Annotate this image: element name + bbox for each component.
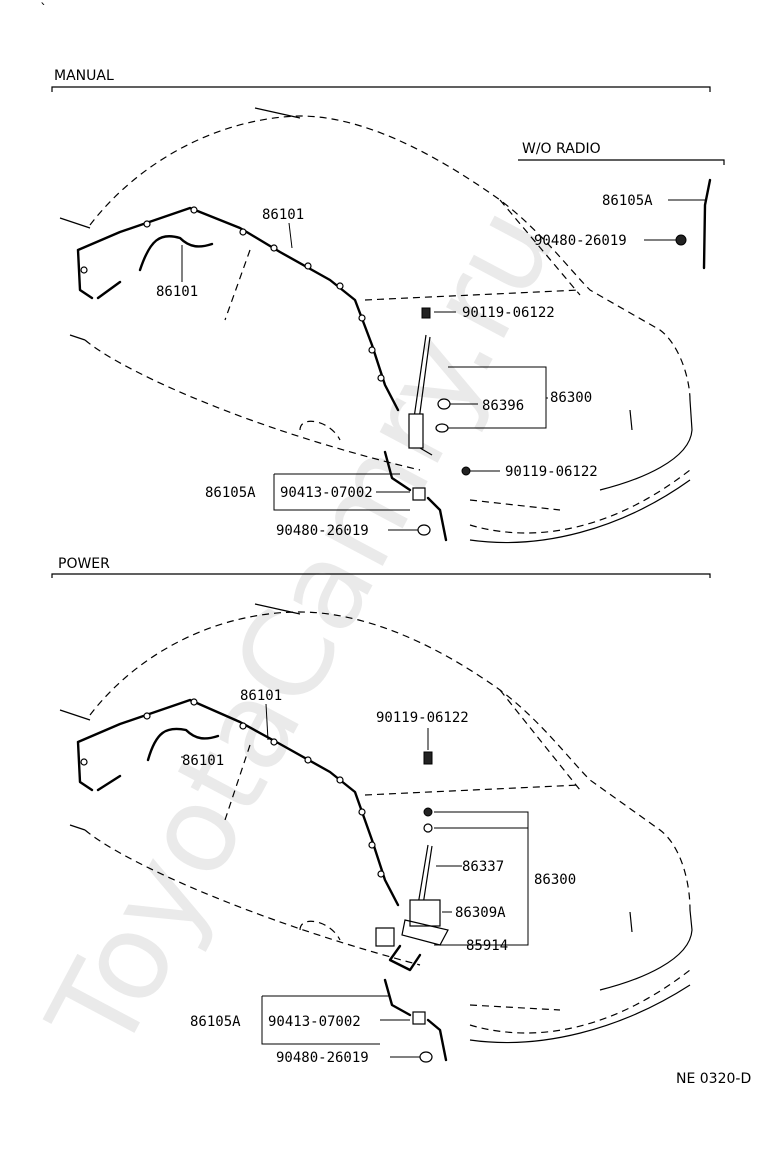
label-power-clamp: 90413-07002 (268, 1014, 361, 1030)
label-manual-cap: 90480-26019 (276, 523, 369, 539)
label-power-cable: 86105A (190, 1014, 241, 1030)
leader-power-harness-upper (265, 703, 269, 741)
power-cable-lower (426, 1018, 448, 1062)
car-outline-power (59, 603, 693, 1044)
section-title-manual: MANUAL (54, 68, 114, 84)
power-cap (419, 1051, 433, 1063)
wo-radio-cable (702, 178, 712, 270)
bracket-power-antenna (434, 811, 529, 946)
manual-screw-bottom (461, 466, 471, 476)
label-power-cap: 90480-26019 (276, 1050, 369, 1066)
harness-power (76, 698, 400, 907)
footer-code: NE 0320-D (676, 1071, 751, 1087)
manual-cap (417, 524, 431, 536)
label-wo-cap: 90480-26019 (534, 233, 627, 249)
label-manual-cable: 86105A (205, 485, 256, 501)
bracket-power-cable (261, 996, 380, 1045)
car-outline-manual (59, 107, 693, 544)
label-manual-harness-lower: 86101 (156, 284, 198, 300)
label-manual-antenna-assy: 86300 (550, 390, 592, 406)
label-manual-screw-bottom: 90119-06122 (505, 464, 598, 480)
label-manual-harness-upper: 86101 (262, 207, 304, 223)
label-power-harness-lower: 86101 (182, 753, 224, 769)
manual-cable (383, 450, 412, 492)
label-wo-cable: 86105A (602, 193, 653, 209)
manual-cable-lower (426, 496, 448, 542)
power-clamp (412, 1011, 426, 1025)
wo-radio-cap (675, 234, 687, 246)
label-manual-screw-top: 90119-06122 (462, 305, 555, 321)
label-power-harness-upper: 86101 (240, 688, 282, 704)
corner-mark: ` (40, 2, 47, 18)
section-title-power: POWER (58, 556, 110, 572)
section-rule-manual (51, 86, 711, 92)
section-rule-power (51, 573, 711, 578)
section-title-wo-radio: W/O RADIO (522, 141, 601, 157)
label-manual-nut: 86396 (482, 398, 524, 414)
label-power-relay: 85914 (466, 938, 508, 954)
label-power-screw-top: 90119-06122 (376, 710, 469, 726)
antenna-power (375, 807, 449, 972)
label-power-motor: 86309A (455, 905, 506, 921)
power-screw-top (423, 751, 433, 765)
label-power-mast: 86337 (462, 859, 504, 875)
manual-clamp (412, 487, 426, 501)
bracket-manual-cable (273, 474, 410, 511)
leader-manual-harness-upper (288, 222, 293, 249)
section-rule-wo-radio (518, 159, 725, 165)
power-cable (383, 978, 412, 1017)
harness-manual (76, 206, 400, 412)
label-manual-clamp: 90413-07002 (280, 485, 373, 501)
label-power-antenna-assy: 86300 (534, 872, 576, 888)
